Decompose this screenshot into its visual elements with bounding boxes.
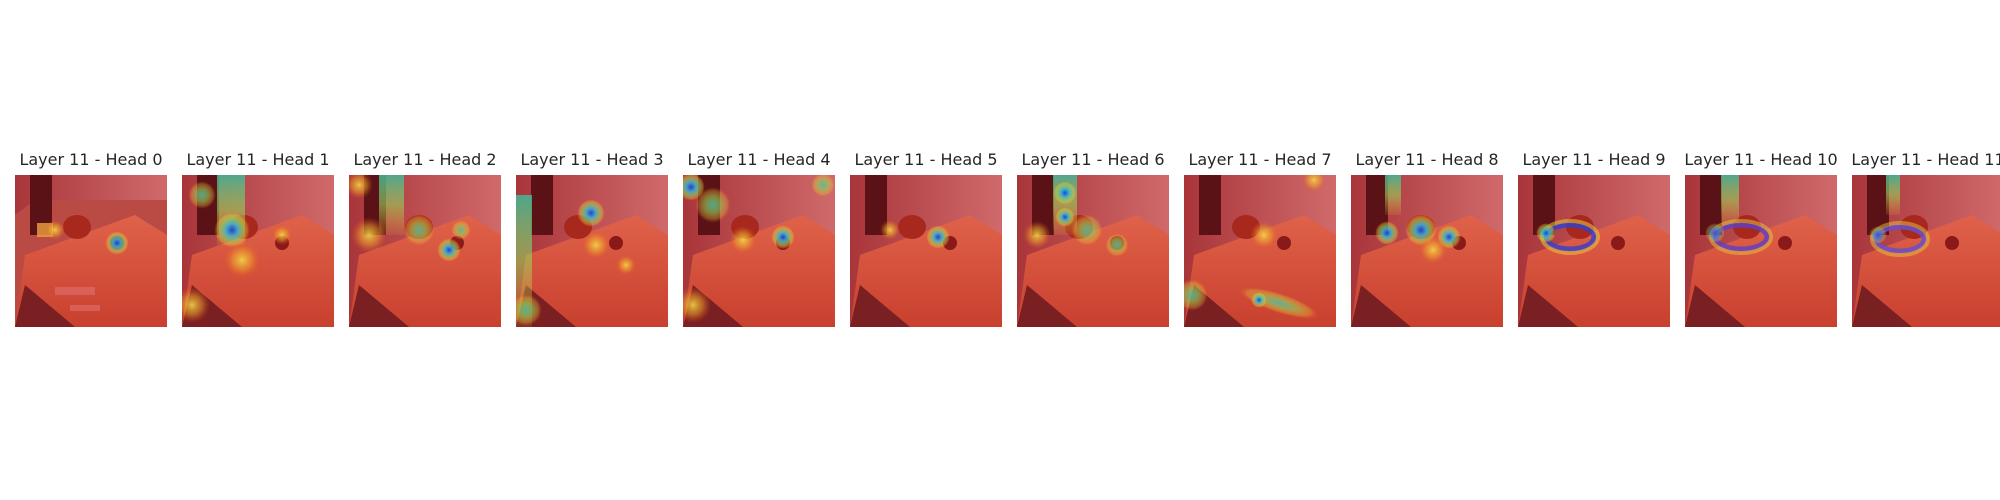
- heatmap-svg: [516, 175, 668, 327]
- panel-head-11: Layer 11 - Head 11: [1851, 148, 2000, 328]
- attention-heatmap-image: [1518, 175, 1670, 327]
- panel-head-7: Layer 11 - Head 7: [1184, 148, 1336, 328]
- attention-heatmap-image: [1351, 175, 1503, 327]
- panel-title: Layer 11 - Head 5: [854, 150, 998, 169]
- heatmap-svg: [182, 175, 334, 327]
- heatmap-svg: [1685, 175, 1837, 327]
- attention-heatmap-image: [1184, 175, 1336, 327]
- panel-title: Layer 11 - Head 6: [1021, 150, 1165, 169]
- heatmap-svg: [1518, 175, 1670, 327]
- attention-heatmap-image: [1685, 175, 1837, 327]
- panel-title: Layer 11 - Head 4: [687, 150, 831, 169]
- panel-head-6: Layer 11 - Head 6: [1017, 148, 1169, 328]
- heatmap-svg: [850, 175, 1002, 327]
- panel-title: Layer 11 - Head 0: [19, 150, 163, 169]
- panel-head-1: Layer 11 - Head 1: [182, 148, 334, 328]
- panel-title: Layer 11 - Head 11: [1851, 150, 2000, 169]
- panel-title: Layer 11 - Head 8: [1355, 150, 1499, 169]
- panel-head-9: Layer 11 - Head 9: [1518, 148, 1670, 328]
- attention-heatmap-image: [1017, 175, 1169, 327]
- panel-title: Layer 11 - Head 10: [1684, 150, 1838, 169]
- attention-heatmap-image: [349, 175, 501, 327]
- panel-title: Layer 11 - Head 3: [520, 150, 664, 169]
- panel-head-4: Layer 11 - Head 4: [683, 148, 835, 328]
- attention-heatmap-image: [182, 175, 334, 327]
- panel-title: Layer 11 - Head 1: [186, 150, 330, 169]
- heatmap-svg: [1017, 175, 1169, 327]
- panel-title: Layer 11 - Head 2: [353, 150, 497, 169]
- heatmap-svg: [1351, 175, 1503, 327]
- heatmap-svg: [1852, 175, 2000, 327]
- attention-heatmap-image: [1852, 175, 2000, 327]
- attention-heatmap-image: [850, 175, 1002, 327]
- panel-title: Layer 11 - Head 9: [1522, 150, 1666, 169]
- attention-heatmap-image: [683, 175, 835, 327]
- heatmap-svg: [349, 175, 501, 327]
- heatmap-svg: [683, 175, 835, 327]
- panel-head-5: Layer 11 - Head 5: [850, 148, 1002, 328]
- panel-head-0: Layer 11 - Head 0: [15, 148, 167, 328]
- attention-heatmap-image: [15, 175, 167, 327]
- panel-head-2: Layer 11 - Head 2: [349, 148, 501, 328]
- heatmap-svg: [1184, 175, 1336, 327]
- panel-title: Layer 11 - Head 7: [1188, 150, 1332, 169]
- panel-head-3: Layer 11 - Head 3: [516, 148, 668, 328]
- attention-map-grid: Layer 11 - Head 0 Layer 11 - Head 1: [15, 148, 2000, 328]
- panel-head-8: Layer 11 - Head 8: [1351, 148, 1503, 328]
- heatmap-svg: [15, 175, 167, 327]
- panel-head-10: Layer 11 - Head 10: [1684, 148, 1838, 328]
- attention-heatmap-image: [516, 175, 668, 327]
